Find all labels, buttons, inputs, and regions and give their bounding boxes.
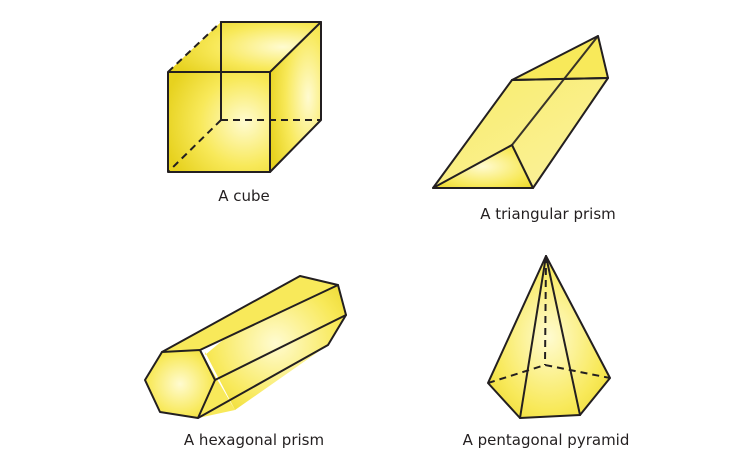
cube-shape: [167, 21, 322, 173]
triangular-prism-shape: [432, 35, 609, 189]
hexagonal-prism-shape: [144, 275, 347, 419]
pentagonal-pyramid-shape: [487, 255, 611, 419]
triangular-prism-caption: A triangular prism: [480, 205, 616, 223]
pentagonal-pyramid-caption: A pentagonal pyramid: [462, 431, 630, 449]
hexagonal-prism-caption: A hexagonal prism: [183, 431, 325, 449]
cube-caption: A cube: [218, 187, 270, 205]
